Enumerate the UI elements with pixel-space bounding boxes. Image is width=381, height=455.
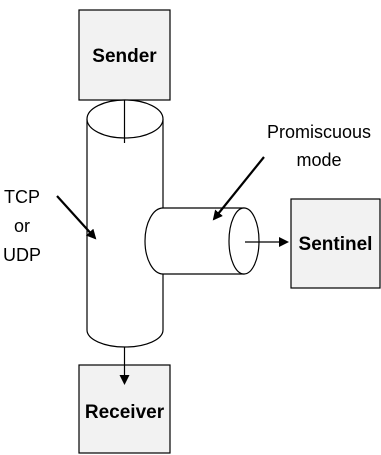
protocol-label: TCP or UDP [3,187,41,265]
sender-label: Sender [92,46,157,67]
sender-box [78,9,171,101]
protocol-label-line1: TCP [4,187,40,207]
mode-pointer-arrow [212,156,265,221]
horizontal-pipe-right-opening [228,207,260,275]
sentinel-node: Sentinel [290,198,381,289]
protocol-label-line2: or [14,216,30,236]
pipe-body [86,119,245,348]
network-pipe [86,99,260,348]
protocol-label-line3: UDP [3,245,41,265]
sentinel-label: Sentinel [299,234,373,255]
receiver-label: Receiver [85,402,165,423]
horizontal-pipe-left-end [144,207,164,275]
mode-label-line1: Promiscuous [267,122,371,142]
sentinel-box [290,198,381,289]
mode-label: Promiscuous mode [267,122,371,170]
sender-node: Sender [78,9,171,101]
mode-label-line2: mode [296,150,341,170]
protocol-pointer-arrow [56,195,97,240]
